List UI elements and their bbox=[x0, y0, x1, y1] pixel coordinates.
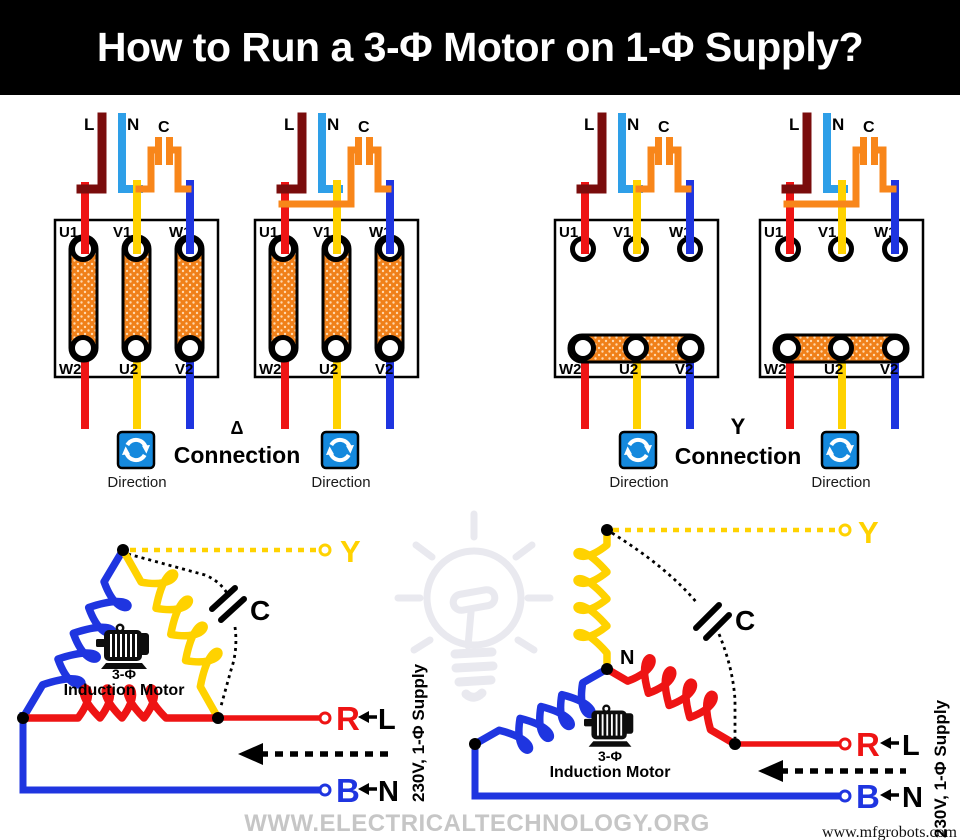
capacitor-dotted-wire bbox=[219, 626, 238, 707]
capacitor-dotted-wire bbox=[611, 531, 699, 604]
delta-symbol: Δ bbox=[231, 418, 244, 438]
star-schematic: C N Y R L B N bbox=[469, 515, 950, 838]
terminal-box-delta-forward bbox=[53, 115, 220, 425]
junction-dot bbox=[601, 524, 613, 536]
terminal-box-star-reverse bbox=[758, 115, 925, 425]
capacitor-label: C bbox=[250, 595, 270, 626]
r-terminal bbox=[838, 737, 852, 751]
junction-dot bbox=[212, 712, 224, 724]
star-connection-label: Connection bbox=[675, 443, 802, 469]
junction-dot bbox=[117, 544, 129, 556]
rotate-direction-icon bbox=[820, 430, 860, 470]
motor-type-label: 3-Φ bbox=[112, 666, 136, 682]
direction-label: Direction bbox=[609, 474, 668, 491]
junction-dot bbox=[601, 663, 613, 675]
terminal-box-delta-reverse bbox=[253, 115, 420, 425]
line-label: L bbox=[902, 730, 920, 762]
lightbulb-watermark bbox=[394, 510, 554, 702]
direction-label: Direction bbox=[311, 474, 370, 491]
r-terminal bbox=[318, 711, 332, 725]
b-terminal bbox=[318, 783, 332, 797]
left-arrow-icon bbox=[358, 711, 377, 795]
neutral-label: N bbox=[378, 776, 399, 808]
star-symbol: Y bbox=[731, 414, 746, 439]
rotation-dashed-arrow bbox=[238, 743, 392, 765]
r-terminal-label: R bbox=[336, 700, 360, 737]
b-feed-wire bbox=[471, 744, 840, 800]
capacitor-symbol bbox=[693, 602, 732, 641]
capacitor-label: C bbox=[735, 605, 755, 636]
delta-connection-caption: Δ Connection Direction Direction bbox=[107, 418, 370, 491]
credit-text: www.mfgrobots.com bbox=[822, 824, 958, 840]
b-terminal-label: B bbox=[856, 778, 880, 815]
y-terminal-label: Y bbox=[340, 534, 361, 569]
site-watermark: WWW.ELECTRICALTECHNOLOGY.ORG bbox=[244, 810, 710, 837]
y-terminal-label: Y bbox=[858, 515, 879, 550]
left-arrow-icon bbox=[880, 737, 899, 801]
star-connection-caption: Y Connection Direction Direction bbox=[609, 414, 870, 491]
capacitor-dotted-wire bbox=[717, 633, 737, 738]
star-point-label: N bbox=[620, 647, 634, 669]
junction-dot bbox=[729, 738, 741, 750]
rotation-dashed-arrow bbox=[758, 760, 906, 782]
b-feed-wire bbox=[19, 712, 320, 794]
direction-label: Direction bbox=[811, 474, 870, 491]
supply-rating-label: 230V, 1-Φ Supply bbox=[409, 663, 428, 802]
motor-name-label: Induction Motor bbox=[550, 764, 671, 781]
capacitor-dotted-wire bbox=[127, 552, 231, 598]
y-terminal bbox=[318, 543, 332, 557]
direction-label: Direction bbox=[107, 474, 166, 491]
motor-type-label: 3-Φ bbox=[598, 748, 622, 764]
b-terminal bbox=[838, 789, 852, 803]
rotate-direction-icon bbox=[618, 430, 658, 470]
terminal-box-star-forward bbox=[553, 115, 720, 425]
title-banner: How to Run a 3-Φ Motor on 1-Φ Supply? bbox=[0, 0, 960, 95]
supply-rating-label: 230V, 1-Φ Supply bbox=[931, 699, 950, 838]
motor-name-label: Induction Motor bbox=[64, 682, 185, 699]
winding-yellow bbox=[577, 535, 607, 663]
line-label: L bbox=[378, 704, 396, 736]
capacitor-symbol bbox=[209, 585, 247, 623]
delta-connection-label: Connection bbox=[174, 442, 301, 468]
y-terminal bbox=[838, 523, 852, 537]
junction-dot bbox=[17, 712, 29, 724]
b-terminal-label: B bbox=[336, 772, 360, 809]
page-title: How to Run a 3-Φ Motor on 1-Φ Supply? bbox=[96, 24, 864, 70]
rotate-direction-icon bbox=[116, 430, 156, 470]
rotate-direction-icon bbox=[320, 430, 360, 470]
neutral-label: N bbox=[902, 782, 923, 814]
r-terminal-label: R bbox=[856, 726, 880, 763]
junction-dot bbox=[469, 738, 481, 750]
delta-schematic: C Y R L B N bbox=[17, 534, 428, 809]
